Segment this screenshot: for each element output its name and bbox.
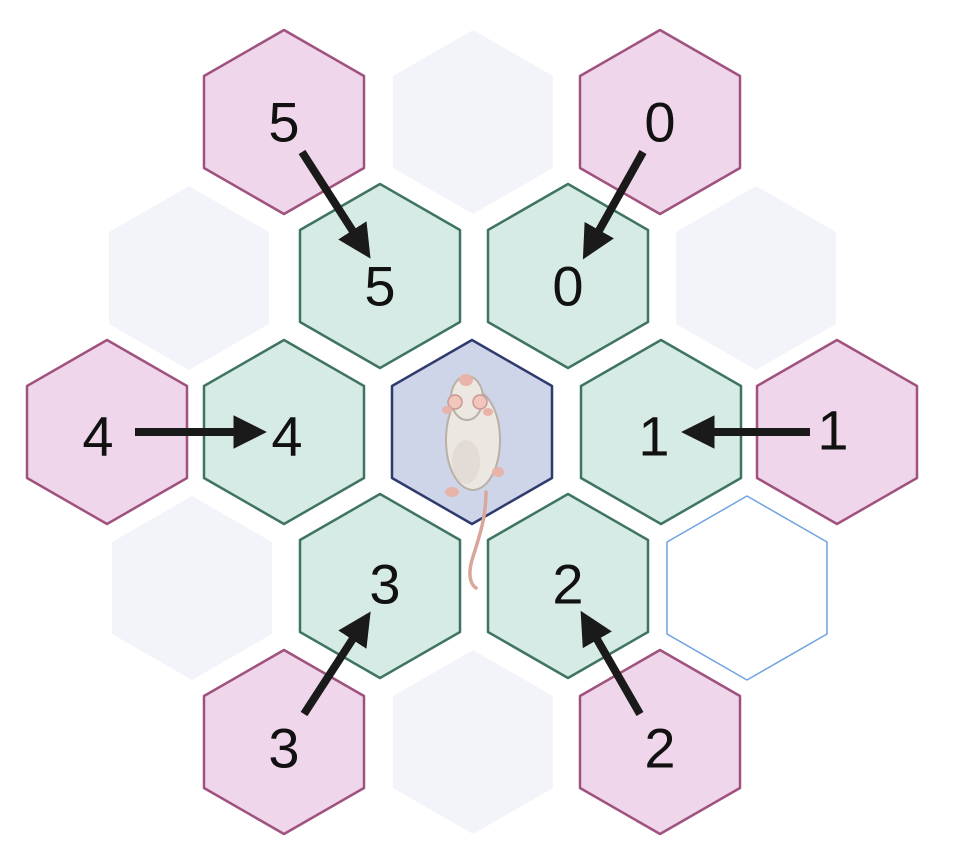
empty-hex — [109, 186, 269, 370]
outer-hexes — [25, 28, 919, 836]
inner-label-4: 4 — [271, 405, 302, 468]
empty-hex-highlighted — [666, 495, 828, 681]
inner-hex-1 — [579, 338, 743, 526]
empty-hex — [676, 186, 836, 370]
inner-labels: 5 0 4 1 3 2 — [271, 255, 669, 616]
inner-label-1: 1 — [638, 405, 669, 468]
empty-hex — [112, 496, 272, 680]
rat-tail — [468, 490, 488, 590]
inner-label-0: 0 — [552, 255, 583, 318]
inner-label-5: 5 — [364, 255, 395, 318]
empty-hex — [393, 30, 553, 214]
outer-label-4: 4 — [82, 405, 113, 468]
empty-hex — [393, 650, 553, 834]
arrow-2 — [580, 610, 644, 716]
outer-label-2: 2 — [644, 717, 675, 780]
outer-hex-5 — [202, 28, 366, 216]
outer-hex-3 — [202, 648, 366, 836]
inner-label-3: 3 — [369, 553, 400, 616]
outer-label-3: 3 — [268, 717, 299, 780]
outer-hex-4 — [25, 338, 189, 526]
rat-icon — [442, 374, 504, 590]
outer-labels: 5 0 4 1 3 2 — [82, 91, 848, 780]
arrow-5 — [298, 149, 371, 259]
arrow-0 — [582, 150, 647, 260]
outer-hex-1 — [755, 338, 919, 526]
outer-label-1: 1 — [817, 399, 848, 462]
empty-hexes — [109, 30, 836, 834]
inner-hex-4 — [202, 338, 366, 526]
arrow-3 — [300, 611, 371, 717]
outer-hex-0 — [578, 28, 742, 216]
outer-label-5: 5 — [268, 91, 299, 154]
outer-hex-2 — [578, 648, 742, 836]
inner-label-2: 2 — [552, 553, 583, 616]
outer-label-0: 0 — [644, 91, 675, 154]
arrows — [135, 149, 810, 717]
